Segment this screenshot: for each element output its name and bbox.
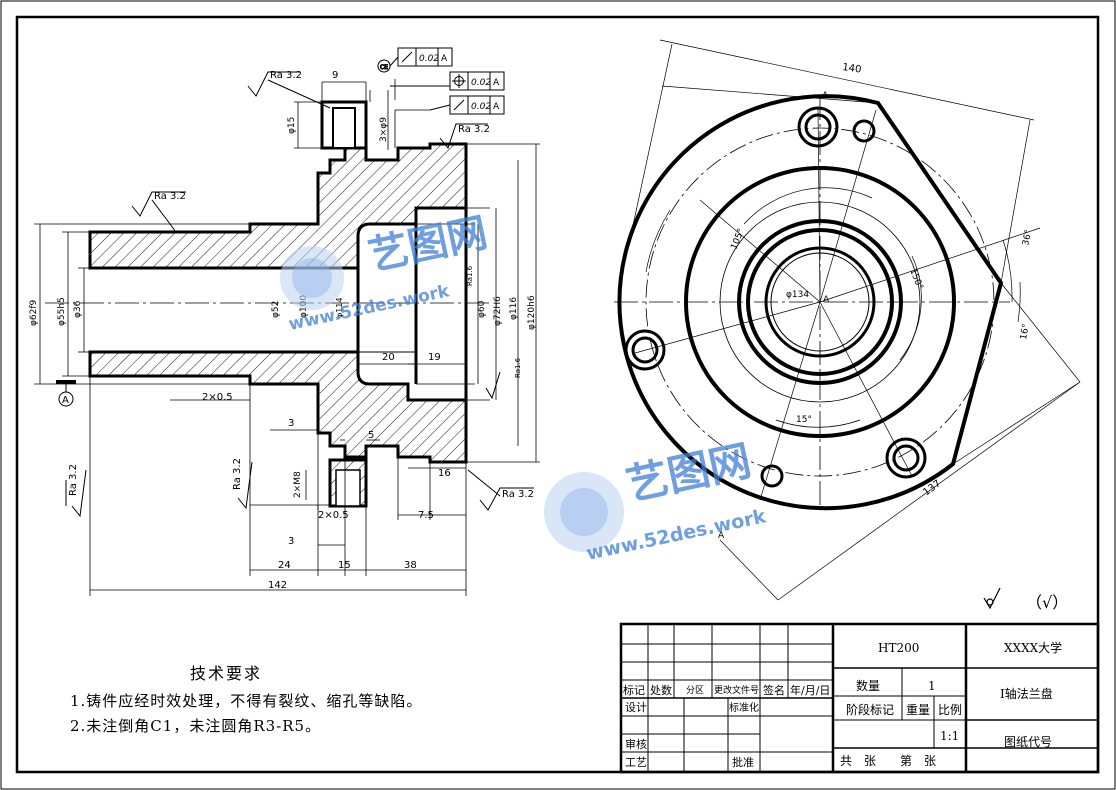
dim-19: 19 (428, 352, 441, 363)
section-view: CE 0.02 A 0.02 A 0.02 A Ra 3.2 Ra 3.2 Ra… (29, 47, 540, 596)
dim-5: 5 (368, 430, 374, 441)
gdt-2-value: 0.02 (471, 78, 491, 88)
gdt-3-value: 0.02 (471, 102, 491, 112)
dim-16: 16 (438, 468, 451, 479)
tb-school: XXXX大学 (1004, 640, 1062, 655)
ra-bottom-left: Ra 3.2 (68, 464, 79, 496)
label-a-center: A (823, 295, 830, 305)
dim-36: 36° (1021, 229, 1034, 247)
label-a-top: A (822, 91, 829, 101)
dim-3a: 3 (288, 418, 294, 429)
tech-req-title: 技术要求 (190, 664, 263, 683)
dim-7-5: 7.5 (418, 510, 434, 521)
tb-check: 审核 (625, 737, 647, 751)
dim-d15: φ15 (287, 117, 297, 134)
dim-d62: φ62f9 (29, 299, 39, 326)
tb-qty-value: 1 (928, 679, 936, 693)
dim-d55: φ55h5 (57, 297, 67, 326)
dim-d72: φ72H6 (493, 296, 503, 326)
datum-a: A (62, 395, 69, 406)
technical-requirements: 技术要求 1.铸件应经时效处理，不得有裂纹、缩孔等缺陷。 2.未注倒角C1，未注… (70, 660, 590, 740)
dim-d120: φ120h6 (527, 295, 537, 330)
watermark-2: 艺图网 www.52des.work (544, 436, 768, 565)
dim-chamfer-2: 2×0.5 (318, 510, 349, 521)
tech-req-item-1: 1.铸件应经时效处理，不得有裂纹、缩孔等缺陷。 (70, 692, 423, 710)
gdt-3-datum: A (493, 102, 500, 112)
title-block-text: HT200 XXXX大学 数量 1 I轴法兰盘 阶段标记 重量 比例 1:1 图… (623, 640, 1062, 769)
tb-standardize: 标准化 (729, 701, 759, 714)
ra-shaft: Ra 3.2 (154, 191, 186, 202)
dim-20: 20 (382, 352, 395, 363)
dim-d60: φ60 (477, 300, 487, 318)
dim-142: 142 (268, 580, 287, 591)
ra-right-top: Ra 3.2 (458, 124, 490, 135)
dim-d134: φ134 (786, 290, 809, 300)
threaded-hole-1 (852, 119, 876, 143)
dim-d52: φ52 (271, 301, 281, 318)
dim-d36: φ36 (73, 300, 83, 318)
gdt-1-datum: A (441, 54, 448, 64)
dim-150: 150° (907, 267, 924, 291)
bolt-hole-left (624, 329, 666, 371)
ra-bottom-right: Ra 3.2 (502, 489, 534, 500)
dim-38: 38 (404, 560, 417, 571)
svg-text:CE: CE (380, 64, 388, 71)
tb-design: 设计 (625, 701, 647, 714)
tb-date: 年/月/日 (790, 683, 830, 697)
dim-d114: φ114 (335, 297, 344, 318)
dim-9: 9 (332, 70, 338, 81)
dim-105: 105° (730, 227, 747, 251)
dim-3b: 3 (288, 536, 294, 547)
section-lower-hatched (88, 350, 468, 464)
roughness-paren: （√） (1026, 593, 1068, 612)
threaded-hole-2 (760, 464, 784, 488)
dim-hole: 3×φ9 (379, 117, 389, 142)
tech-req-item-2: 2.未注倒角C1，未注圆角R3-R5。 (70, 717, 322, 735)
ra16-b: Ra1.6 (514, 357, 522, 378)
ra-bottom-mid: Ra 3.2 (232, 458, 243, 490)
label-a-bottom: A (718, 531, 725, 541)
dim-chamfer-1: 2×0.5 (202, 392, 233, 403)
roughness-symbol (983, 587, 1001, 610)
tb-drawing-no: 图纸代号 (1004, 735, 1052, 749)
tb-zone: 分区 (686, 685, 704, 696)
dim-d116: φ116 (509, 297, 519, 320)
dim-24: 24 (278, 560, 291, 571)
tb-weight-label: 重量 (906, 703, 930, 717)
tb-mark: 标记 (623, 683, 645, 697)
watermark-brand-2: 艺图网 (622, 436, 755, 510)
tb-scale-label: 比例 (938, 703, 962, 717)
ra-top: Ra 3.2 (270, 70, 302, 81)
tb-count: 处数 (650, 684, 672, 697)
tb-scale-value: 1:1 (940, 729, 959, 743)
front-view: 140 φ134 105° 150° 36° 16° 15° 137 A A A (614, 39, 1081, 601)
tb-material: HT200 (878, 641, 919, 655)
inner-frame (15, 15, 1100, 774)
tb-sheets: 共 张 第 张 (840, 754, 936, 768)
dim-15: 15 (338, 560, 351, 571)
gdt-2-datum: A (493, 78, 500, 88)
tb-signature: 签名 (763, 683, 785, 697)
title-block (619, 622, 1100, 774)
dim-m8: 2×M8 (293, 471, 303, 498)
gdt-1-value: 0.02 (419, 54, 439, 64)
dim-16-angle: 16° (1019, 323, 1032, 340)
tb-stage-label: 阶段标记 (846, 702, 894, 717)
pitch-circle (645, 127, 995, 477)
dim-15-angle: 15° (796, 415, 812, 425)
tb-approve: 批准 (732, 755, 754, 769)
dim-140: 140 (842, 62, 862, 76)
bolt-hole-right (885, 437, 927, 479)
tb-process: 工艺 (625, 756, 647, 769)
tb-change-doc: 更改文件号 (714, 684, 759, 696)
tb-qty-label: 数量 (856, 678, 880, 693)
tb-part-name: I轴法兰盘 (1000, 686, 1053, 701)
ra16-a: Ra1.6 (466, 265, 474, 286)
